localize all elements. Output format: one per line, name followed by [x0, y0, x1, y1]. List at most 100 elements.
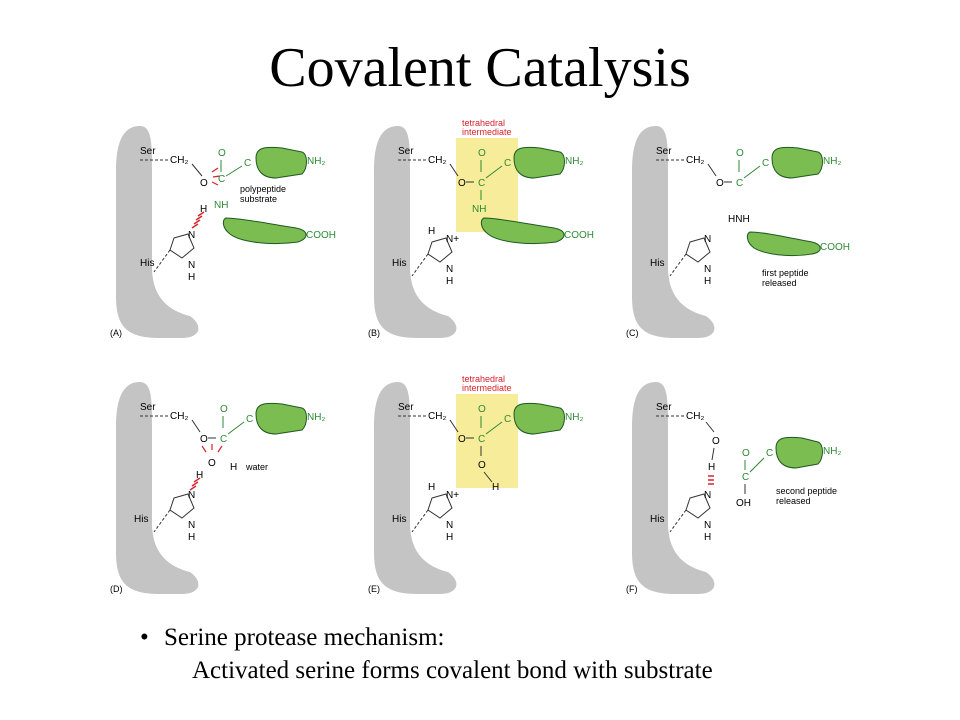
bullet-text: Serine protease mechanism: [164, 624, 445, 651]
ser-label: Ser [656, 402, 672, 413]
h-label: H [704, 532, 711, 543]
h-label: H [492, 482, 499, 493]
panel-label: (A) [110, 328, 122, 338]
substrate-blob [771, 146, 823, 179]
bond [707, 163, 717, 177]
ser-label: Ser [140, 146, 156, 157]
ch2-label: CH₂ [428, 411, 446, 422]
c-label: C [504, 158, 511, 169]
intermediate-label: intermediate [462, 383, 512, 393]
o-label: O [200, 178, 208, 189]
bond [227, 421, 245, 435]
ch2-label: CH₂ [170, 155, 188, 166]
substrate-blob [222, 217, 307, 245]
o-label: O [742, 448, 750, 459]
bond [153, 249, 171, 273]
bond [191, 163, 203, 177]
bond [485, 421, 503, 435]
nh2-label: NH₂ [307, 156, 325, 167]
substrate-blob [513, 146, 565, 179]
ser-label: Ser [140, 402, 156, 413]
bond [705, 421, 715, 433]
o-label: O [478, 404, 486, 415]
o-label: O [736, 148, 744, 159]
panel-label: (D) [110, 584, 123, 594]
nh2-label: NH₂ [565, 412, 583, 423]
c-label: C [244, 158, 251, 169]
n-label: N [704, 234, 711, 245]
n-label: N [704, 520, 711, 531]
o-label: O [716, 178, 724, 189]
panel-f: Ser CH₂ O H O C C OH NH₂ second peptide … [626, 382, 841, 594]
enzyme-shape [374, 126, 457, 338]
nh2-label: NH₂ [307, 412, 325, 423]
o-label: O [208, 458, 216, 469]
o-label: O [478, 148, 486, 159]
substrate-blob [255, 402, 307, 435]
n-label: N [188, 260, 195, 271]
polypeptide-label: polypeptide [240, 184, 286, 194]
enzyme-shape [116, 382, 199, 594]
c-label: C [218, 174, 225, 185]
ser-label: Ser [398, 146, 414, 157]
released-label: released [776, 496, 811, 506]
tetrahedral-label: tetrahedral [462, 374, 505, 384]
nh2-label: NH₂ [565, 156, 583, 167]
his-label: His [650, 514, 664, 525]
bullet-item: • Serine protease mechanism: [140, 622, 940, 655]
substrate-label: substrate [240, 194, 277, 204]
bond [449, 419, 459, 433]
n-label: N [188, 230, 195, 241]
o-label: O [478, 460, 486, 471]
substrate-blob [255, 146, 307, 179]
intermediate-label: intermediate [462, 127, 512, 137]
o-label: O [200, 434, 208, 445]
bond [749, 457, 765, 473]
enzyme-shape [632, 382, 715, 594]
panel-c: Ser CH₂ O O C C NH₂ HNH COOH first pepti… [626, 126, 850, 338]
imidazole-ring [685, 237, 711, 263]
cooh-label: COOH [820, 242, 850, 253]
c-label: C [220, 434, 227, 445]
panel-a: Ser CH₂ O H O C C NH NH₂ polypeptide sub… [110, 126, 336, 338]
c-label: C [736, 178, 743, 189]
enzyme-shape [374, 382, 457, 594]
first-peptide-label: first peptide [762, 268, 809, 278]
hnh-label: HNH [728, 214, 750, 225]
h-label: H [428, 482, 435, 493]
enzyme-shape [632, 126, 715, 338]
his-label: His [140, 258, 154, 269]
imidazole-ring [169, 493, 195, 519]
panel-e: tetrahedral intermediate Ser CH₂ O O C C… [368, 374, 583, 594]
nh-label: NH [472, 204, 486, 215]
enzyme-shape [116, 126, 199, 338]
intermediate-highlight [456, 138, 518, 232]
nh-label: NH [214, 200, 228, 211]
h-bond [191, 211, 205, 229]
o-label: O [458, 178, 466, 189]
bond [711, 447, 715, 461]
c-label: C [478, 434, 485, 445]
bullet-list: • Serine protease mechanism: Activated s… [140, 622, 940, 687]
bullet-subtext: Activated serine forms covalent bond wit… [192, 656, 713, 684]
c-label: C [504, 414, 511, 425]
panel-b: tetrahedral intermediate Ser CH₂ O O C C… [368, 118, 594, 338]
h-label: H [428, 226, 435, 237]
panel-label: (E) [368, 584, 380, 594]
c-label: C [762, 158, 769, 169]
ch2-label: CH₂ [686, 155, 704, 166]
nplus-label: N+ [446, 490, 459, 501]
cooh-label: COOH [564, 230, 594, 241]
o-label: O [218, 148, 226, 159]
o-label: O [220, 404, 228, 415]
his-label: His [134, 514, 148, 525]
bond [669, 253, 687, 277]
imidazole-ring [427, 493, 453, 519]
oh-label: OH [736, 498, 751, 509]
h-label: H [200, 204, 207, 215]
h-label: H [188, 532, 195, 543]
bond [449, 163, 459, 177]
panel-d: Ser CH₂ O O C C NH₂ O H water H N N H Hi… [110, 382, 325, 594]
c-label: C [246, 414, 253, 425]
bond [743, 165, 761, 179]
